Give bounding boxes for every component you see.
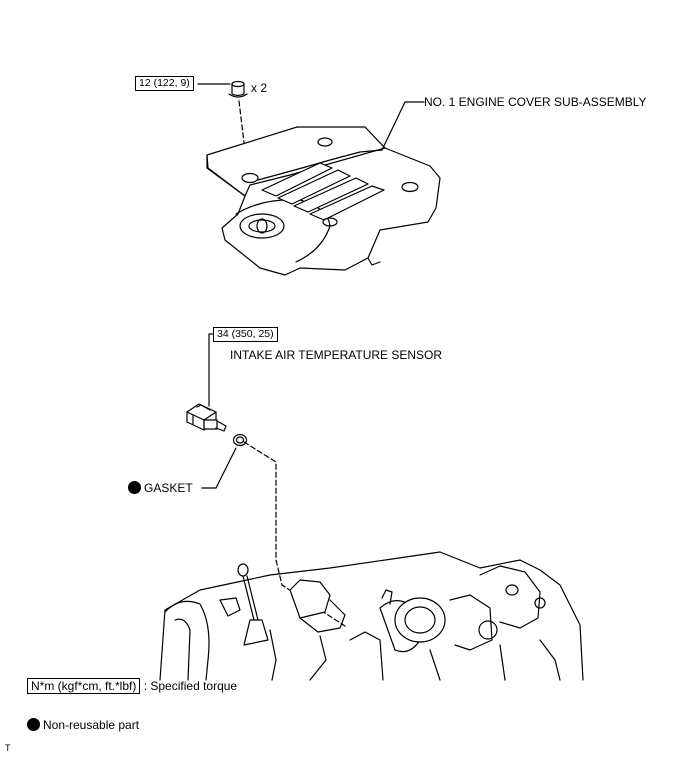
- gasket-label-text: GASKET: [144, 481, 193, 495]
- bolt-torque-callout: 12 (122, 9): [135, 76, 194, 91]
- sensor-torque-callout: 34 (350, 25): [213, 327, 278, 342]
- torque-legend-box: N*m (kgf*cm, ft.*lbf): [27, 678, 141, 694]
- engine-cover-label: NO. 1 ENGINE COVER SUB-ASSEMBLY: [424, 95, 647, 109]
- engine-intake-drawing: [159, 551, 584, 681]
- non-reusable-legend-dot-icon: [27, 718, 40, 731]
- bolt-install-dashed-line: [238, 100, 249, 177]
- intake-air-temperature-sensor-drawing: [186, 403, 227, 432]
- gasket-drawing: [232, 433, 248, 447]
- footer-mark: T: [5, 743, 11, 753]
- sensor-torque-leader: [208, 333, 214, 407]
- torque-legend: N*m (kgf*cm, ft.*lbf) : Specified torque: [27, 678, 238, 694]
- gasket-label: GASKET: [128, 481, 193, 495]
- engine-cover-bolt: [228, 80, 248, 98]
- engine-cover-leader: [381, 101, 425, 151]
- bolt-quantity-label: x 2: [251, 81, 268, 95]
- gasket-leader: [201, 447, 237, 489]
- non-reusable-dot-icon: [128, 481, 141, 494]
- non-reusable-legend: Non-reusable part: [27, 718, 139, 732]
- intake-air-temperature-sensor-label: INTAKE AIR TEMPERATURE SENSOR: [230, 348, 443, 362]
- torque-legend-text: : Specified torque: [143, 679, 238, 693]
- non-reusable-legend-text: Non-reusable part: [43, 718, 140, 732]
- engine-cover-drawing: [206, 126, 441, 276]
